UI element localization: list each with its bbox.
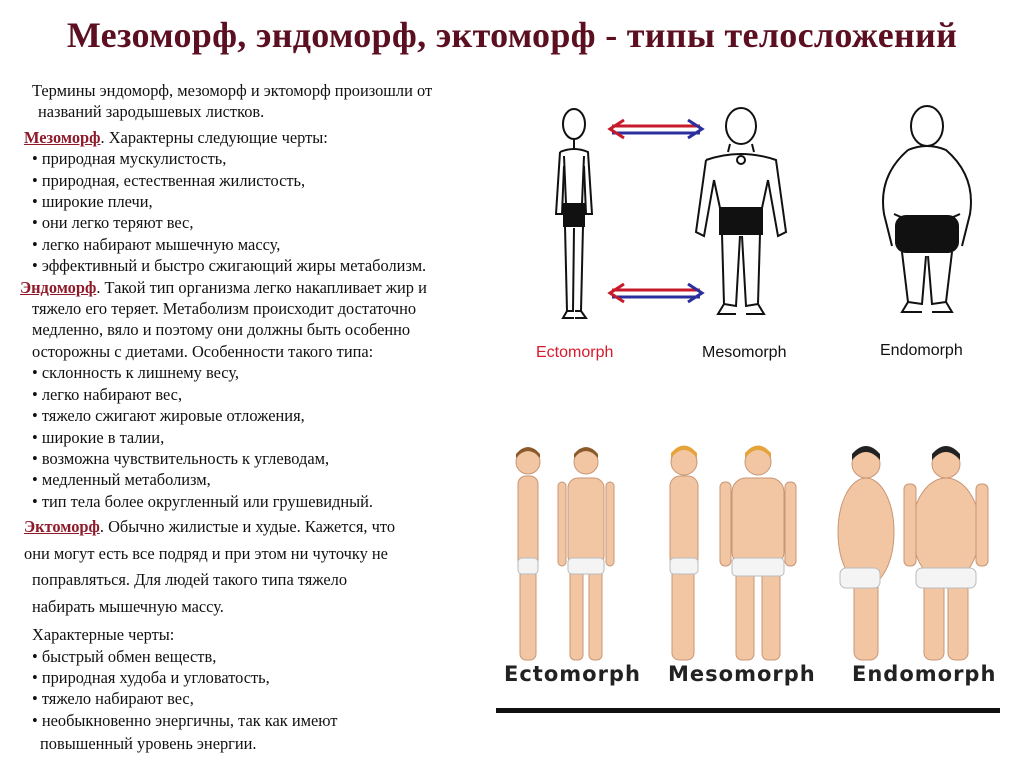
ectomorph-bullet: • природная худоба и угловатость, <box>32 667 270 687</box>
endomorph-bullet: • возможна чувствительность к углеводам, <box>32 448 330 468</box>
sketch-label-ectomorph: Ectomorph <box>536 344 614 361</box>
double-arrow-icon-bottom <box>607 282 705 304</box>
underwear-shapes <box>517 557 977 589</box>
endomorph-bullet: • широкие в талии, <box>32 427 165 447</box>
ectomorph-lead: . Обычно жилистые и худые. Кажется, что <box>99 517 396 537</box>
endomorph-bullet: • медленный метаболизм, <box>32 470 211 490</box>
illustration-label-endomorph: Endomorph <box>852 662 997 686</box>
ectomorph-line: поправляться. Для людей такого типа тяже… <box>32 570 348 590</box>
sketch-label-endomorph: Endomorph <box>880 342 963 359</box>
mesomorph-side-figure <box>669 448 699 661</box>
mesomorph-front-figure <box>719 448 797 661</box>
body-types-sketch: Ectomorph Mesomorph Endomorph <box>530 96 1000 382</box>
illustration-label-mesomorph: Mesomorph <box>668 662 816 686</box>
slide-title: Мезоморф, эндоморф, эктоморф - типы тело… <box>66 15 958 55</box>
intro-line-1: Термины эндоморф, мезоморф и эктоморф пр… <box>32 81 433 100</box>
mesomorph-bullet: • широкие плечи, <box>32 192 153 212</box>
body-types-illustration: Ectomorph Mesomorph Endomorph <box>496 440 1000 713</box>
ectomorph-bullet: • тяжело набирают вес, <box>32 689 194 709</box>
body-types-sketch-svg <box>554 105 972 319</box>
mesomorph-bullet: • эффективный и быстро сжигающий жиры ме… <box>32 256 427 276</box>
endomorph-bullet: • тип тела более округленный или грушеви… <box>32 491 373 511</box>
hair-shapes-dark <box>852 446 960 460</box>
ectomorph-bullet: • быстрый обмен веществ, <box>32 646 217 666</box>
endomorph-sketch <box>882 105 972 313</box>
endomorph-line: осторожны с диетами. Особенности такого … <box>32 341 374 361</box>
endomorph-line: медленно, вяло и поэтому они должны быть… <box>32 320 411 340</box>
endomorph-side-figure <box>837 449 895 661</box>
sketch-label-mesomorph: Mesomorph <box>702 344 787 361</box>
endomorph-term: Эндоморф <box>20 277 97 297</box>
endomorph-lead: . Такой тип организма легко накапливает … <box>96 277 427 297</box>
mesomorph-heading: Мезоморф. Характерны следующие черты: <box>24 127 524 148</box>
endomorph-bullet: • тяжело сжигают жировые отложения, <box>32 406 305 426</box>
text-column: Термины эндоморф, мезоморф и эктоморф пр… <box>20 80 524 758</box>
ectomorph-bullet: • необыкновенно энергичны, так как имеют <box>32 710 338 730</box>
endomorph-bullet: • легко набирают вес, <box>32 384 183 404</box>
endomorph-bullet: • склонность к лишнему весу, <box>32 363 239 383</box>
double-arrow-icon-top <box>607 118 705 140</box>
mesomorph-bullet: • они легко теряют вес, <box>32 213 194 233</box>
mesomorph-lead: . Характерны следующие черты: <box>100 127 328 147</box>
ectomorph-features-heading: Характерные черты: <box>32 625 175 645</box>
mesomorph-bullet: • природная, естественная жилистость, <box>32 170 306 190</box>
ectomorph-front-figure <box>557 449 615 661</box>
hair-shapes <box>516 447 598 458</box>
ectomorph-line: набирать мышечную массу. <box>32 596 224 616</box>
illustration-label-ectomorph: Ectomorph <box>504 662 641 686</box>
body-types-illustration-svg <box>515 445 989 661</box>
mesomorph-bullet: • природная мускулистость, <box>32 149 227 169</box>
mesomorph-bullet: • легко набирают мышечную массу, <box>32 234 281 254</box>
endomorph-line: тяжело его теряет. Метаболизм происходит… <box>32 299 417 319</box>
endomorph-front-figure <box>903 449 989 661</box>
ectomorph-line: они могут есть все подряд и при этом ни … <box>24 543 388 563</box>
intro-line-2: названий зародышевых листков. <box>38 102 265 122</box>
ectomorph-sketch <box>554 108 594 319</box>
ectomorph-side-figure <box>515 449 541 661</box>
endomorph-heading: Эндоморф. Такой тип организма легко нака… <box>20 277 524 298</box>
ectomorph-heading: Эктоморф. Обычно жилистые и худые. Кажет… <box>24 514 524 541</box>
ectomorph-last-line: повышенный уровень энергии. <box>40 734 257 754</box>
ectomorph-term: Эктоморф <box>24 517 100 537</box>
hair-shapes-blond <box>671 445 771 458</box>
mesomorph-sketch <box>694 107 788 315</box>
mesomorph-term: Мезоморф <box>24 127 101 147</box>
